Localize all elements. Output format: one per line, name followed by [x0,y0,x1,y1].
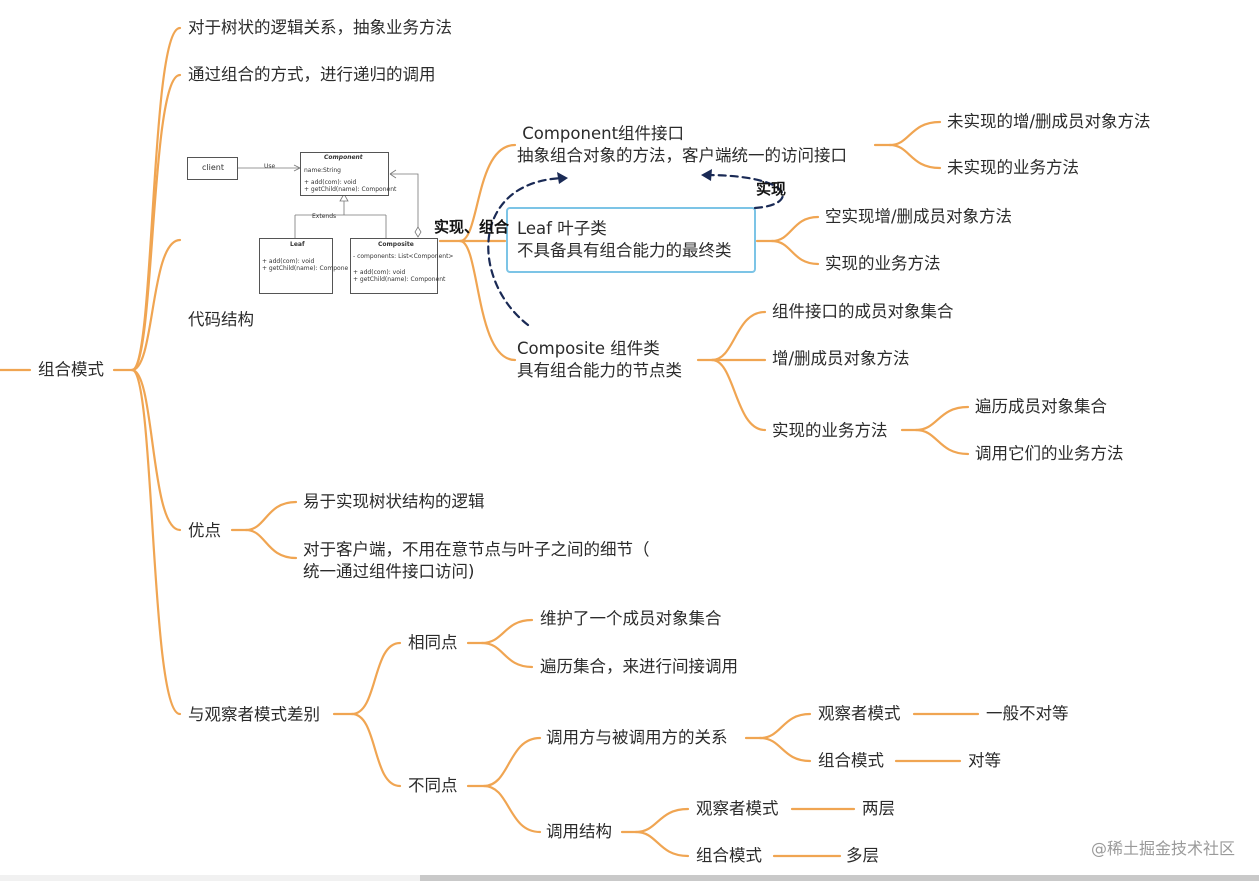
node-code-structure[interactable]: 代码结构 [188,310,254,329]
uml-relations [237,164,422,238]
annotation-implement-compose: 实现、组合 [434,218,510,236]
uml-composite-name: Composite [378,241,414,248]
node-same-1[interactable]: 维护了一个成员对象集合 [540,609,722,628]
node-composite-child-3[interactable]: 实现的业务方法 [772,421,888,440]
watermark: @稀土掘金技术社区 [1090,839,1235,858]
node-composite[interactable]: Composite 组件类 具有组合能力的节点类 [517,339,682,380]
uml-class-diagram: client Use Component name:String + add(c… [180,145,453,300]
node-component[interactable]: Component组件接口 抽象组合对象的方法，客户端统一的访问接口 [517,124,847,165]
node-recursion[interactable]: 通过组合的方式，进行递归的调用 [188,65,436,84]
node-leaf-child-2[interactable]: 实现的业务方法 [825,254,941,273]
node-component-child-1[interactable]: 未实现的增/删成员对象方法 [947,112,1151,131]
uml-client-box [187,157,238,180]
uml-component-attr: name:String [304,167,341,174]
node-relation-observer-value[interactable]: 一般不对等 [986,704,1069,723]
uml-component-box [300,152,389,196]
node-advantage-1[interactable]: 易于实现树状结构的逻辑 [303,492,485,511]
node-same[interactable]: 相同点 [408,633,458,652]
node-structure-composite-value[interactable]: 多层 [846,846,879,865]
node-structure-observer[interactable]: 观察者模式 [696,799,779,818]
root-node[interactable]: 组合模式 [38,360,104,379]
node-vs-observer[interactable]: 与观察者模式差别 [188,705,320,724]
node-relation-composite-value[interactable]: 对等 [968,751,1001,770]
node-relation-composite[interactable]: 组合模式 [818,751,884,770]
node-structure-composite[interactable]: 组合模式 [696,846,762,865]
node-structure-observer-value[interactable]: 两层 [862,799,895,818]
node-diff-structure[interactable]: 调用结构 [546,822,612,841]
node-composite-child-1[interactable]: 组件接口的成员对象集合 [772,302,954,321]
uml-component-name: Component [324,154,363,161]
uml-leaf-name: Leaf [290,241,305,248]
uml-leaf-ops: + add(com): void + getChild(name): Compo… [262,258,349,272]
node-component-child-2[interactable]: 未实现的业务方法 [947,158,1079,177]
node-diff[interactable]: 不同点 [408,776,458,795]
uml-composite-attr: - components: List<Component> [353,253,454,260]
uml-extends-label: Extends [312,213,337,220]
uml-composite-box [350,238,438,294]
node-composite-business-2[interactable]: 调用它们的业务方法 [975,444,1124,463]
node-composite-child-2[interactable]: 增/删成员对象方法 [772,349,910,368]
node-advantages[interactable]: 优点 [188,521,221,540]
node-relation-observer[interactable]: 观察者模式 [818,704,901,723]
annotation-implement: 实现 [756,180,787,198]
node-tree-logic[interactable]: 对于树状的逻辑关系，抽象业务方法 [188,18,452,37]
leaf-highlight-box [506,207,756,273]
node-leaf[interactable]: Leaf 叶子类 不具备具有组合能力的最终类 [517,219,732,260]
node-same-2[interactable]: 遍历集合，来进行间接调用 [540,657,738,676]
uml-composite-ops: + add(com): void + getChild(name): Compo… [353,269,446,283]
uml-client-label: client [202,163,224,172]
node-composite-business-1[interactable]: 遍历成员对象集合 [975,397,1107,416]
node-advantage-2[interactable]: 对于客户端，不用在意节点与叶子之间的细节（ 统一通过组件接口访问) [303,540,650,581]
horizontal-scrollbar-thumb[interactable] [420,875,1259,881]
node-leaf-child-1[interactable]: 空实现增/删成员对象方法 [825,207,1013,226]
uml-leaf-box [259,238,333,294]
node-diff-relation[interactable]: 调用方与被调用方的关系 [546,728,728,747]
uml-use-label: Use [264,163,276,170]
uml-component-ops: + add(com): void + getChild(name): Compo… [304,179,397,193]
